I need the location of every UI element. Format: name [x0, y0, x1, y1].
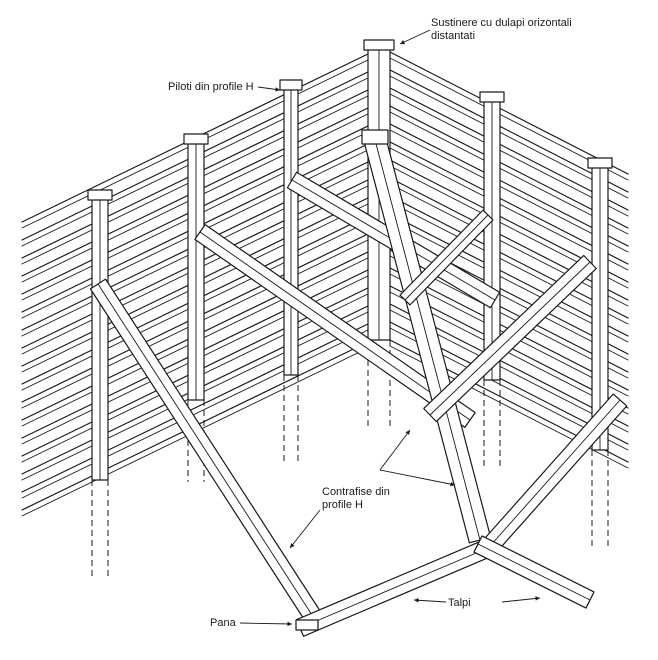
plank-right-edge	[389, 183, 629, 307]
leader-pana	[239, 622, 293, 625]
strut-diagonal-right-web	[429, 261, 591, 416]
plank-right	[389, 51, 629, 175]
talpa-left-web	[299, 544, 496, 629]
strut-head	[361, 129, 389, 145]
label-pana: Pana	[210, 617, 236, 629]
strut-diagonal-center-web	[374, 139, 481, 541]
plank-right-edge	[389, 129, 629, 253]
plank-right	[389, 69, 629, 193]
pile-cap	[87, 189, 113, 201]
plank-right-edge	[389, 111, 629, 235]
label-contrafise-line2: profile H	[322, 499, 363, 511]
plank-right	[389, 105, 629, 229]
plank-right	[389, 123, 629, 247]
plank-right	[389, 87, 629, 211]
leader-talpi-a-head	[414, 598, 419, 603]
leader-contrafise-b	[379, 469, 456, 486]
pile-cap	[587, 157, 613, 169]
plank-right	[389, 141, 629, 265]
leader-talpi-b-head	[535, 596, 540, 601]
talpa-right-web	[489, 399, 621, 547]
plank-right-edge	[389, 75, 629, 199]
plank-right-edge	[389, 201, 629, 325]
label-talpi: Talpi	[448, 597, 471, 609]
plank-right-edge	[389, 93, 629, 217]
leader-contrafise-c	[289, 509, 321, 549]
plank-right	[389, 195, 629, 319]
pile-cap	[479, 91, 505, 103]
label-leaders	[239, 29, 541, 627]
leader-talpi-a	[413, 599, 447, 603]
pana-block	[295, 619, 319, 631]
pile-cap	[183, 133, 209, 145]
strut-diagonal-left-web	[97, 283, 313, 616]
leader-contrafise-a-head	[405, 430, 410, 435]
plank-right-edge	[389, 219, 629, 343]
plank-right-edge	[389, 147, 629, 271]
label-sustinere-line2: distantati	[431, 30, 476, 42]
label-piloti: Piloti din profile H	[168, 81, 254, 93]
label-contrafise-line1: Contrafise din	[322, 486, 390, 498]
strut-waler-left-web	[199, 231, 471, 421]
plank-left-edge	[21, 327, 373, 499]
pile-cap	[363, 39, 395, 51]
leader-contrafise-c-head	[290, 543, 295, 548]
leader-piloti-head	[275, 87, 280, 92]
strut-upper-right-web	[404, 214, 489, 301]
plank-right	[389, 213, 629, 337]
leader-sustinere-head	[400, 40, 405, 45]
leader-contrafise-b-head	[450, 481, 455, 487]
plank-left	[21, 321, 373, 493]
leader-sustinere	[399, 29, 431, 45]
pile-cap	[279, 79, 303, 91]
plank-right	[389, 177, 629, 301]
label-sustinere-line1: Sustinere cu dulapi orizontali	[431, 17, 572, 29]
leader-talpi-b	[501, 597, 541, 603]
leader-pana-head	[287, 621, 292, 627]
talpa-front-web	[477, 543, 591, 601]
h-piles	[87, 39, 613, 578]
struts	[89, 129, 628, 637]
leader-contrafise-a	[379, 429, 411, 471]
